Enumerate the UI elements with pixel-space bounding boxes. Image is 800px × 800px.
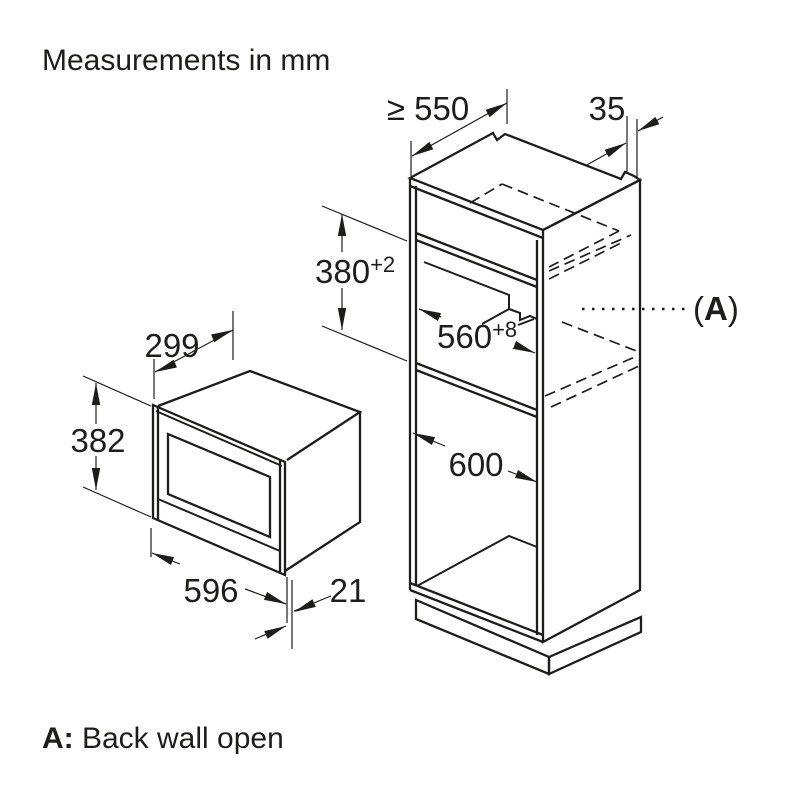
dim-niche-width: 560+8 (418, 308, 536, 355)
dim-label-carcass-width: 600 (448, 446, 503, 483)
hidden-edge (501, 183, 620, 232)
oven-door-lower-band (157, 498, 281, 552)
oven-door-top-inner (155, 410, 283, 467)
dim-door-thickness: 21 (254, 572, 367, 649)
dim-appliance-width: 596 (150, 528, 287, 609)
dim-appliance-height: 382 (70, 375, 152, 518)
oven-body-side (284, 412, 362, 572)
hidden-edge (548, 240, 626, 280)
niche-bottom-shelf-upper (415, 361, 538, 412)
hidden-edge (469, 183, 503, 204)
dim-rear-gap: 35 (584, 90, 664, 177)
cable-cutout-notch (423, 261, 538, 322)
hidden-edge (548, 234, 632, 272)
dim-carcass-width: 600 (412, 432, 538, 483)
plinth-side (547, 615, 643, 676)
dim-label-cabinet-depth: ≥ 550 (387, 90, 469, 127)
niche-top-shelf-upper (415, 231, 538, 282)
back-wall-open-dashes (469, 183, 640, 408)
cabinet-floor-edges (416, 534, 538, 587)
dim-niche-height: 380+2 (315, 205, 408, 362)
niche-top-shelf-lower (415, 238, 538, 289)
dim-label-niche-width: 560+8 (437, 317, 517, 355)
niche-bottom-shelf-lower (415, 368, 538, 419)
cabinet-drawing (407, 131, 643, 676)
callout-A: (A) (582, 290, 739, 327)
oven-door-window (166, 432, 272, 539)
dim-label-appliance-height: 382 (70, 422, 125, 459)
dim-label-appliance-width: 596 (183, 572, 238, 609)
cabinet-top-rail-inner (409, 184, 544, 240)
dim-label-door-thickness: 21 (330, 572, 367, 609)
cable-cutout-leader (481, 308, 510, 325)
cabinet-bottom-rail-upper (409, 581, 544, 637)
callout-label: (A) (693, 290, 739, 327)
cable-cutout-edge (517, 318, 535, 326)
hidden-edge (544, 355, 638, 397)
dim-cabinet-depth: ≥ 550 (387, 89, 508, 176)
cabinet-bottom-rail-lower (409, 588, 544, 644)
hidden-edge (561, 321, 640, 353)
cabinet-right-panel (541, 178, 642, 644)
microwave-drawing (151, 369, 363, 577)
diagram-title: Measurements in mm (42, 44, 330, 77)
hidden-edge (548, 230, 620, 268)
dim-appliance-depth: 299 (144, 311, 234, 399)
cabinet-top-face (407, 131, 643, 232)
hidden-edge (550, 365, 640, 408)
dim-label-appliance-depth: 299 (144, 327, 199, 364)
oven-door-outline (151, 403, 287, 577)
caption-back-wall-open: A: Back wall open (42, 722, 284, 755)
dim-label-niche-height: 380+2 (315, 252, 395, 290)
dim-label-rear-gap: 35 (589, 90, 626, 127)
oven-body-top (157, 369, 363, 461)
